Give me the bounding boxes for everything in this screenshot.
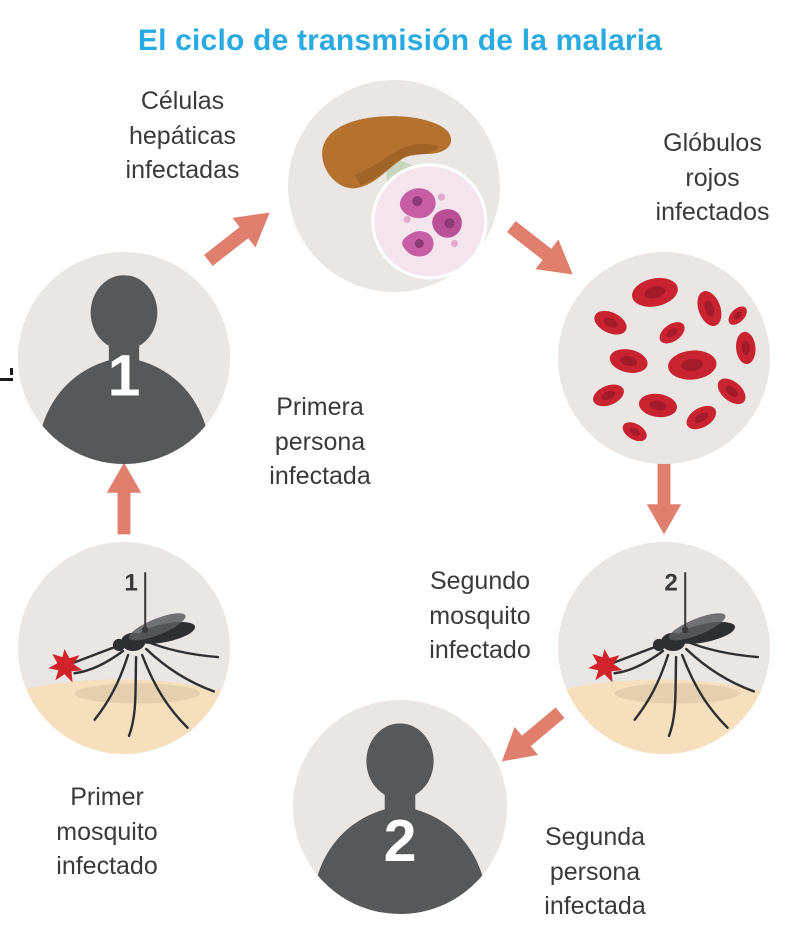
bite-splat-icon bbox=[48, 649, 83, 683]
magnifier-circle bbox=[371, 163, 488, 280]
mosquito-icon bbox=[71, 613, 220, 738]
arrow-redcells-to-mosquito2 bbox=[646, 462, 682, 535]
person1-circle: 1 bbox=[18, 252, 230, 464]
person-silhouette-icon bbox=[311, 723, 489, 914]
bite-splat-icon bbox=[588, 649, 623, 683]
mosquito2-number: 2 bbox=[664, 569, 677, 596]
mosquito1-pin: 1 bbox=[124, 569, 149, 634]
label-mosquito1: Primer mosquito infectado bbox=[56, 783, 158, 880]
skin-surface bbox=[558, 679, 770, 754]
page-title: El ciclo de transmisión de la malaria bbox=[137, 24, 663, 57]
liver-lobe-shade bbox=[354, 143, 440, 185]
mosquito2-pin: 2 bbox=[664, 569, 689, 634]
person-silhouette-icon bbox=[36, 275, 212, 464]
skin-surface bbox=[18, 679, 230, 754]
label-hepatic-cells: Células hepáticas infectadas bbox=[125, 87, 240, 184]
infected-cell-blobs bbox=[399, 188, 462, 257]
label-mosquito2: Segundo mosquito infectado bbox=[429, 567, 531, 664]
person2-circle: 2 bbox=[293, 700, 507, 914]
mosquito1-number: 1 bbox=[124, 569, 137, 596]
mosquito1-circle: 1 bbox=[18, 542, 230, 754]
mosquito-icon bbox=[611, 613, 760, 738]
label-person1: Primera persona infectada bbox=[269, 393, 371, 490]
mosquito2-circle: 2 bbox=[558, 542, 770, 754]
liver-icon bbox=[322, 116, 452, 189]
label-person2: Segunda persona infectada bbox=[544, 823, 646, 920]
arrow-person1-to-liver bbox=[203, 212, 270, 267]
edge-artifact bbox=[0, 368, 13, 381]
arrow-mosquito1-to-person1 bbox=[106, 462, 142, 535]
red-blood-cells-circle bbox=[558, 252, 770, 464]
arrow-mosquito2-to-person2 bbox=[501, 707, 565, 762]
label-red-cells: Glóbulos rojos infectados bbox=[655, 129, 770, 226]
arrow-liver-to-redcells bbox=[506, 220, 573, 275]
person2-number: 2 bbox=[384, 807, 417, 874]
person1-number: 1 bbox=[108, 343, 141, 408]
liver-circle bbox=[288, 80, 500, 292]
